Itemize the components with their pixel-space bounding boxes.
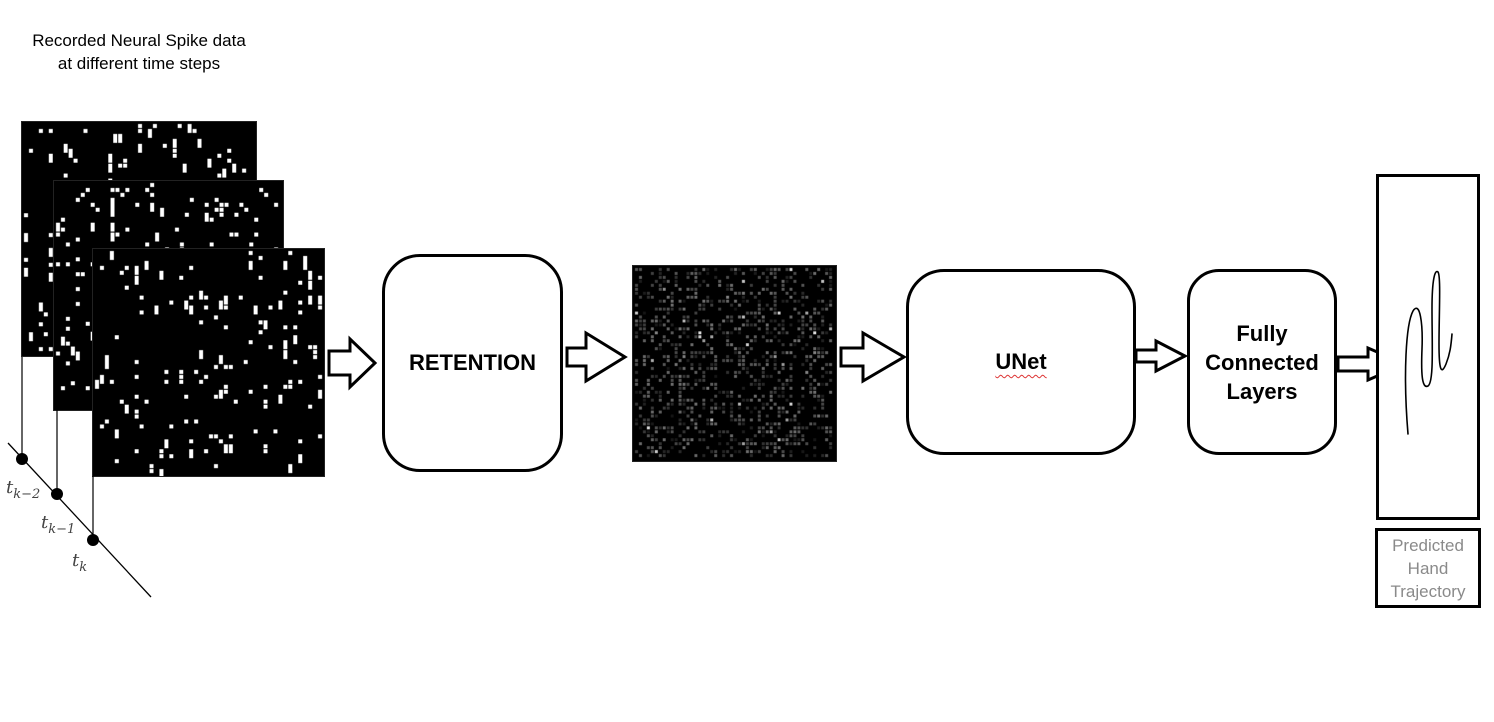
fully-connected-label: Fully Connected Layers bbox=[1205, 320, 1319, 404]
spike-frame-tk bbox=[92, 248, 325, 477]
time-label-tk-1: tk−1 bbox=[41, 512, 75, 537]
arrow-icon bbox=[839, 330, 907, 384]
unet-block: UNet bbox=[906, 269, 1136, 455]
time-marker bbox=[16, 453, 28, 465]
unet-label: UNet bbox=[995, 349, 1047, 374]
trajectory-panel bbox=[1376, 174, 1480, 520]
retention-block: RETENTION bbox=[382, 254, 563, 472]
arrow-icon bbox=[565, 330, 628, 384]
time-label-tk: tk bbox=[72, 550, 87, 575]
spike-raster bbox=[93, 249, 324, 476]
retention-output-map bbox=[632, 265, 837, 462]
output-caption: Predicted Hand Trajectory bbox=[1390, 535, 1466, 601]
trajectory-curve bbox=[1404, 270, 1453, 435]
time-label-tk-2: tk−2 bbox=[6, 477, 40, 502]
arrow-icon bbox=[327, 335, 378, 391]
retention-feature-map bbox=[633, 266, 836, 461]
time-axis-line bbox=[7, 442, 152, 598]
time-axis: tk−2 tk−1 tk bbox=[6, 357, 152, 598]
arrow-icon bbox=[1134, 338, 1189, 374]
retention-label: RETENTION bbox=[408, 350, 537, 375]
trajectory-icon bbox=[1404, 270, 1453, 435]
time-marker bbox=[87, 534, 99, 546]
time-marker bbox=[51, 488, 63, 500]
output-caption-box: Predicted Hand Trajectory bbox=[1375, 528, 1481, 608]
input-caption: Recorded Neural Spike data at different … bbox=[32, 31, 246, 73]
fully-connected-block: Fully Connected Layers bbox=[1187, 269, 1337, 455]
